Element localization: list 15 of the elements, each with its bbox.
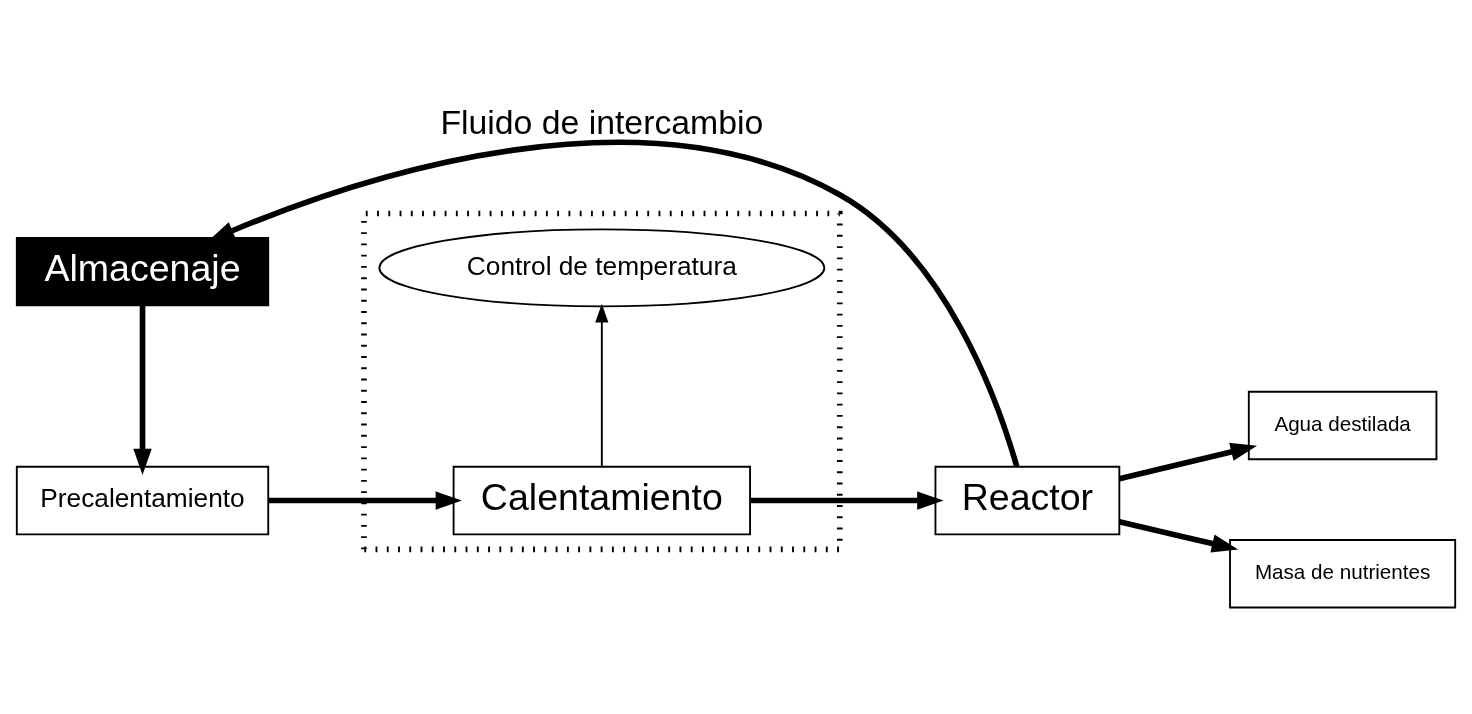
- node-box: Calentamiento: [452, 465, 751, 536]
- arrow: [750, 491, 944, 510]
- arrow: [268, 491, 462, 510]
- node-ellipse: Control de temperatura: [378, 228, 826, 308]
- arrow: [133, 305, 152, 476]
- edge-label: Fluido de intercambio: [440, 102, 764, 141]
- cluster: [361, 210, 843, 553]
- node-box: Precalentamiento: [15, 465, 270, 536]
- arrow: [1118, 442, 1257, 482]
- arrow: [595, 303, 609, 467]
- node-box: Almacenaje: [15, 236, 270, 307]
- node-box: Masa de nutrientes: [1229, 539, 1457, 609]
- arrow: [1118, 518, 1239, 553]
- node-box: Agua destilada: [1247, 390, 1438, 461]
- node-box: Reactor: [934, 465, 1121, 536]
